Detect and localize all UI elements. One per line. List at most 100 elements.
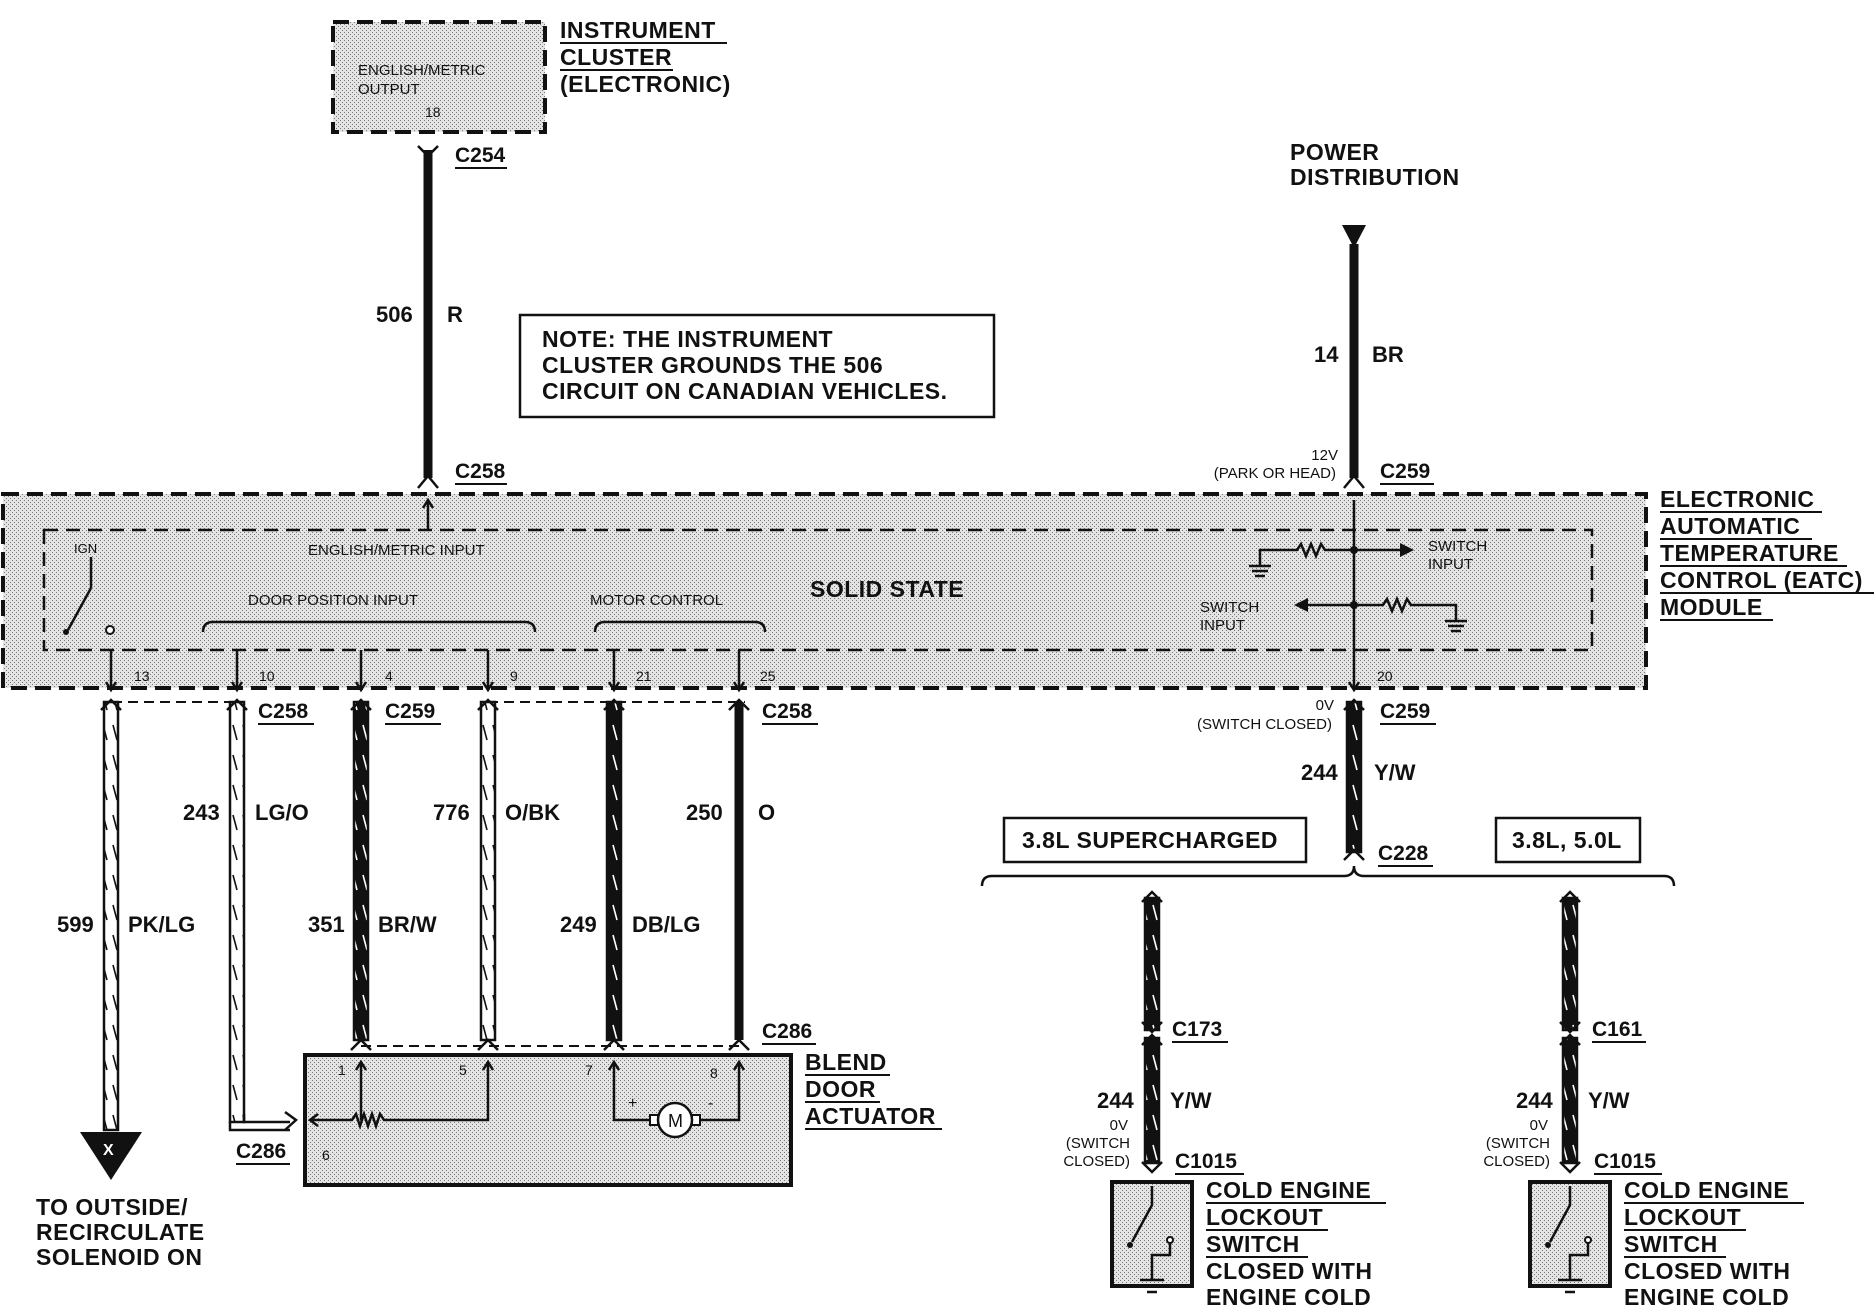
- switch-input-top-1: SWITCH: [1428, 538, 1487, 555]
- power-voltage: 12V: [1311, 447, 1338, 464]
- connector-c161: C161: [1592, 1018, 1643, 1041]
- wire-244-main: [1345, 700, 1363, 854]
- connector-c259-bottom-right: C259: [1380, 700, 1430, 723]
- cluster-title-3: (ELECTRONIC): [560, 71, 731, 97]
- instrument-cluster-box: [331, 20, 547, 134]
- module-title-4: CONTROL (EATC): [1660, 567, 1863, 593]
- power-condition: (PARK OR HEAD): [1214, 465, 1336, 482]
- lockout-left-title-4: CLOSED WITH: [1206, 1258, 1373, 1284]
- lockout-left-title-3: SWITCH: [1206, 1231, 1300, 1257]
- pin-4: 4: [385, 668, 393, 684]
- power-title-2: DISTRIBUTION: [1290, 164, 1460, 190]
- lockout-left-condition-1: (SWITCH: [1066, 1135, 1130, 1152]
- wire-249-color: DB/LG: [632, 912, 700, 937]
- lockout-left-color: Y/W: [1170, 1088, 1212, 1113]
- wire-244-color: Y/W: [1374, 760, 1416, 785]
- motor-control-label: MOTOR CONTROL: [590, 592, 723, 609]
- lockout-left-circuit: 244: [1097, 1088, 1134, 1113]
- wire-14-circuit: 14: [1314, 342, 1339, 367]
- cluster-pin: 18: [425, 104, 441, 120]
- wire-506-color: R: [447, 302, 463, 327]
- wire-14-color: BR: [1372, 342, 1404, 367]
- solenoid-symbol: X: [103, 1142, 114, 1159]
- wire-249: [605, 700, 623, 1042]
- blend-door-title-2: DOOR: [805, 1076, 876, 1102]
- pin-stub: [607, 650, 621, 693]
- switch-input-top-2: INPUT: [1428, 556, 1473, 573]
- wire-250-circuit: 250: [686, 800, 723, 825]
- connector-c228: C228: [1378, 842, 1429, 865]
- wire-250-color: O: [758, 800, 775, 825]
- cluster-title-2: CLUSTER: [560, 44, 672, 70]
- connector-c1015-left: C1015: [1175, 1150, 1237, 1173]
- pin-25: 25: [760, 668, 776, 684]
- pin-9: 9: [510, 668, 518, 684]
- solid-state-label: SOLID STATE: [810, 576, 964, 602]
- connector-c258-bottom-left: C258: [258, 700, 309, 723]
- power-title-1: POWER: [1290, 139, 1379, 165]
- solenoid-text-1: TO OUTSIDE/: [36, 1194, 188, 1220]
- note-line-3: CIRCUIT ON CANADIAN VEHICLES.: [542, 378, 948, 404]
- switch-input-bottom-1: SWITCH: [1200, 599, 1259, 616]
- lockout-switch-right: C161 244 Y/W 0V (SWITCH CLOSED) C1015 CO…: [1483, 890, 1804, 1310]
- wire-776-color: O/BK: [505, 800, 560, 825]
- wire-599: [102, 700, 120, 1132]
- connector-c259-bottom: C259: [385, 700, 435, 723]
- pin-20: 20: [1377, 668, 1393, 684]
- wire-776-circuit: 776: [433, 800, 470, 825]
- option-right-box: [1494, 816, 1642, 864]
- connector-c286-top: C286: [762, 1020, 812, 1043]
- note-box: NOTE: THE INSTRUMENT CLUSTER GROUNDS THE…: [518, 313, 996, 419]
- lockout-left-title-5: ENGINE COLD: [1206, 1284, 1371, 1310]
- switch-closed-condition: (SWITCH CLOSED): [1197, 716, 1332, 733]
- pin-stub: [1347, 681, 1361, 693]
- blend-door-title-1: BLEND: [805, 1049, 887, 1075]
- door-position-input-label: DOOR POSITION INPUT: [248, 592, 418, 609]
- wire-351-circuit: 351: [308, 912, 345, 937]
- wire-506: C254 506 R C258 8: [376, 144, 507, 514]
- switch-closed-voltage: 0V: [1316, 697, 1334, 714]
- pin-stub: [230, 650, 244, 693]
- wire-599-color: PK/LG: [128, 912, 195, 937]
- module-title-2: AUTOMATIC: [1660, 513, 1800, 539]
- lockout-right-title-1: COLD ENGINE: [1624, 1177, 1789, 1203]
- pin-stub: [481, 650, 495, 693]
- wire-351: [352, 700, 370, 1042]
- blend-door-title-3: ACTUATOR: [805, 1103, 936, 1129]
- wire-776: [479, 700, 497, 1042]
- lockout-right-title-2: LOCKOUT: [1624, 1204, 1741, 1230]
- lockout-right-circuit: 244: [1516, 1088, 1553, 1113]
- pin-10: 10: [259, 668, 275, 684]
- motor-plus: +: [628, 1095, 637, 1112]
- lockout-right-color: Y/W: [1588, 1088, 1630, 1113]
- option-right-label: 3.8L, 5.0L: [1512, 827, 1622, 853]
- lockout-right-condition-2: CLOSED): [1483, 1153, 1550, 1170]
- connector-c258-top: C258: [455, 460, 506, 483]
- module-title-5: MODULE: [1660, 594, 1763, 620]
- blend-door-actuator: C286 1 5 7 8 6 M + - C286 BLEND DOOR ACT…: [236, 1020, 942, 1187]
- cluster-title-1: INSTRUMENT: [560, 17, 716, 43]
- note-line-2: CLUSTER GROUNDS THE 506: [542, 352, 883, 378]
- connector-c1015-right: C1015: [1594, 1150, 1656, 1173]
- option-left-label: 3.8L SUPERCHARGED: [1022, 827, 1278, 853]
- connector-c173: C173: [1172, 1018, 1222, 1041]
- connector-c286-left: C286: [236, 1140, 286, 1163]
- note-line-1: NOTE: THE INSTRUMENT: [542, 326, 833, 352]
- motor-minus: -: [708, 1095, 713, 1112]
- wire-599-circuit: 599: [57, 912, 94, 937]
- outside-recirc-solenoid: X TO OUTSIDE/ RECIRCULATE SOLENOID ON: [36, 1132, 204, 1270]
- wire-244-circuit: 244: [1301, 760, 1338, 785]
- connector-c259-top: C259: [1380, 460, 1430, 483]
- actuator-pin-5: 5: [459, 1062, 467, 1078]
- actuator-pin-7: 7: [585, 1062, 593, 1078]
- lockout-right-condition-1: (SWITCH: [1486, 1135, 1550, 1152]
- connector-c254: C254: [455, 144, 506, 167]
- actuator-pin-6: 6: [322, 1147, 330, 1163]
- pin-13: 13: [134, 668, 150, 684]
- lockout-right-title-3: SWITCH: [1624, 1231, 1718, 1257]
- actuator-pin-8: 8: [710, 1065, 718, 1081]
- lockout-right-title-4: CLOSED WITH: [1624, 1258, 1791, 1284]
- lockout-left-voltage: 0V: [1110, 1117, 1128, 1134]
- pin-stub: [732, 650, 746, 693]
